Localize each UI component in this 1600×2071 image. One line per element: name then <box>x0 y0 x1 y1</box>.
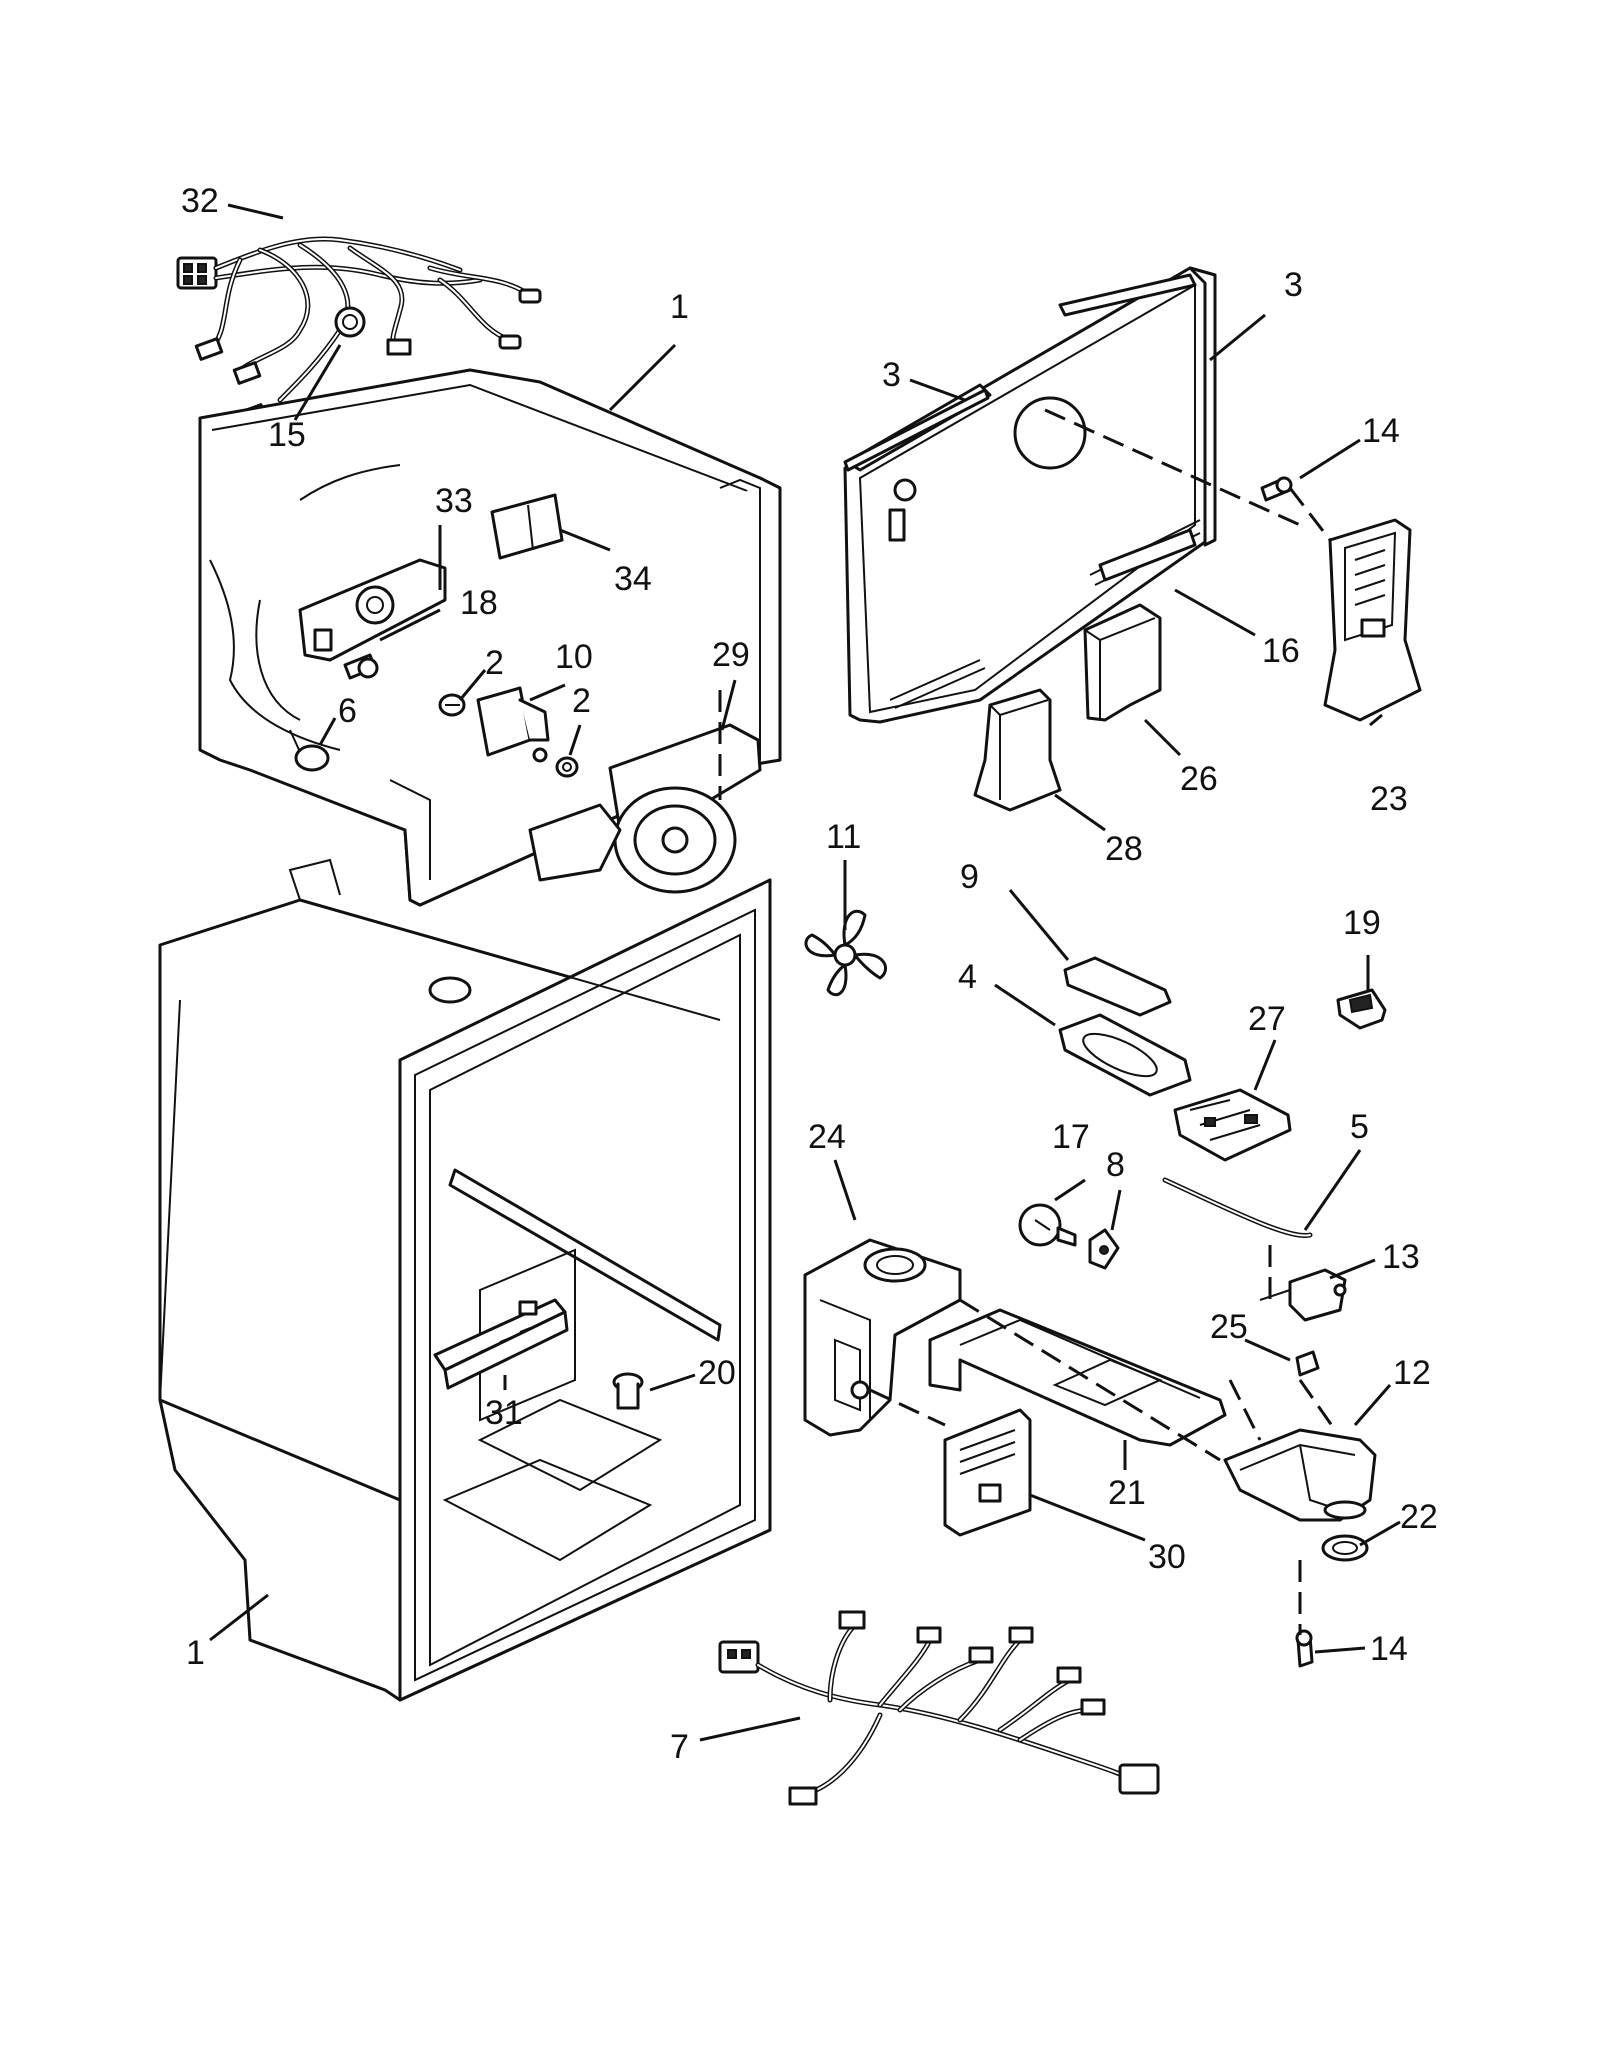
callout-30: 30 <box>1148 1538 1186 1576</box>
gasket-3a <box>843 388 990 472</box>
wire-harness-upper <box>176 236 542 427</box>
switch-19 <box>1336 988 1387 1030</box>
housing-12 <box>1223 1428 1377 1522</box>
assembly-lines <box>718 408 1337 1635</box>
fan-blade <box>804 909 888 997</box>
callout-25: 25 <box>1210 1308 1248 1346</box>
screw-2a <box>438 693 466 717</box>
callout-1-upper: 1 <box>670 288 689 326</box>
callout-6: 6 <box>338 692 357 730</box>
fan-motor-bracket <box>528 723 762 894</box>
screw-14-lower <box>1295 1629 1314 1668</box>
callout-16: 16 <box>1262 632 1300 670</box>
light-socket <box>289 729 330 772</box>
callout-14-upper: 14 <box>1362 412 1400 450</box>
callout-10: 10 <box>555 638 593 676</box>
damper-housing <box>298 558 447 662</box>
callout-14-lower: 14 <box>1370 1630 1408 1668</box>
callout-8: 8 <box>1106 1146 1125 1184</box>
callout-labels: 32 15 1 33 34 18 2 10 2 29 6 11 3 3 14 1… <box>181 182 1438 1766</box>
wire-harness-lower <box>718 1610 1160 1806</box>
plunger-25 <box>1295 1350 1320 1377</box>
tube-5 <box>1162 1177 1313 1239</box>
callout-2b: 2 <box>572 682 591 720</box>
leader-lines <box>209 203 1401 1742</box>
callout-7: 7 <box>670 1728 689 1766</box>
control-board-27 <box>1173 1088 1292 1162</box>
housing-21 <box>928 1308 1227 1447</box>
callout-17: 17 <box>1052 1118 1090 1156</box>
housing-24 <box>803 1238 962 1437</box>
callout-2a: 2 <box>485 644 504 682</box>
screw-18 <box>343 653 379 680</box>
callout-5: 5 <box>1350 1108 1369 1146</box>
solenoid-13 <box>1259 1268 1347 1322</box>
air-duct-23 <box>1323 518 1422 722</box>
callout-12: 12 <box>1393 1354 1431 1392</box>
callout-3-left: 3 <box>882 356 901 394</box>
callout-4: 4 <box>958 958 977 996</box>
callout-11: 11 <box>826 818 861 856</box>
callout-33: 33 <box>435 482 473 520</box>
callout-26: 26 <box>1180 760 1218 798</box>
light-bulb-17 <box>1018 1203 1077 1247</box>
callout-20: 20 <box>698 1354 736 1392</box>
callout-28: 28 <box>1105 830 1143 868</box>
cover-30 <box>943 1408 1032 1537</box>
socket-8 <box>1088 1228 1120 1270</box>
control-thermostat <box>476 686 550 763</box>
air-duct-26 <box>1083 603 1162 722</box>
callout-15: 15 <box>268 416 306 454</box>
callout-13: 13 <box>1382 1238 1420 1276</box>
screw-2b <box>555 756 579 778</box>
gasket-3b <box>1188 266 1217 547</box>
screw-14-upper <box>1260 476 1293 502</box>
cover-9 <box>1063 956 1172 1017</box>
callout-23: 23 <box>1370 780 1408 818</box>
fresh-food-liner <box>158 858 772 1702</box>
callout-18: 18 <box>460 584 498 622</box>
callout-19: 19 <box>1343 904 1381 942</box>
air-duct-28 <box>973 688 1062 812</box>
housing-4 <box>1058 1013 1192 1097</box>
callout-31: 31 <box>485 1394 523 1432</box>
callout-32: 32 <box>181 182 219 220</box>
callout-34: 34 <box>614 560 652 598</box>
damper-cover <box>490 493 564 560</box>
callout-27: 27 <box>1248 1000 1286 1038</box>
callout-1-lower: 1 <box>186 1634 205 1672</box>
ring-22 <box>1321 1534 1369 1562</box>
callout-21: 21 <box>1108 1474 1146 1512</box>
callout-3-right: 3 <box>1284 266 1303 304</box>
callout-22: 22 <box>1400 1498 1438 1536</box>
cap-20 <box>612 1372 644 1410</box>
callout-9: 9 <box>960 858 979 896</box>
drain-trough-16 <box>1098 528 1197 582</box>
callout-24: 24 <box>808 1118 846 1156</box>
light-assembly-31 <box>433 1298 569 1390</box>
callout-29: 29 <box>712 636 750 674</box>
